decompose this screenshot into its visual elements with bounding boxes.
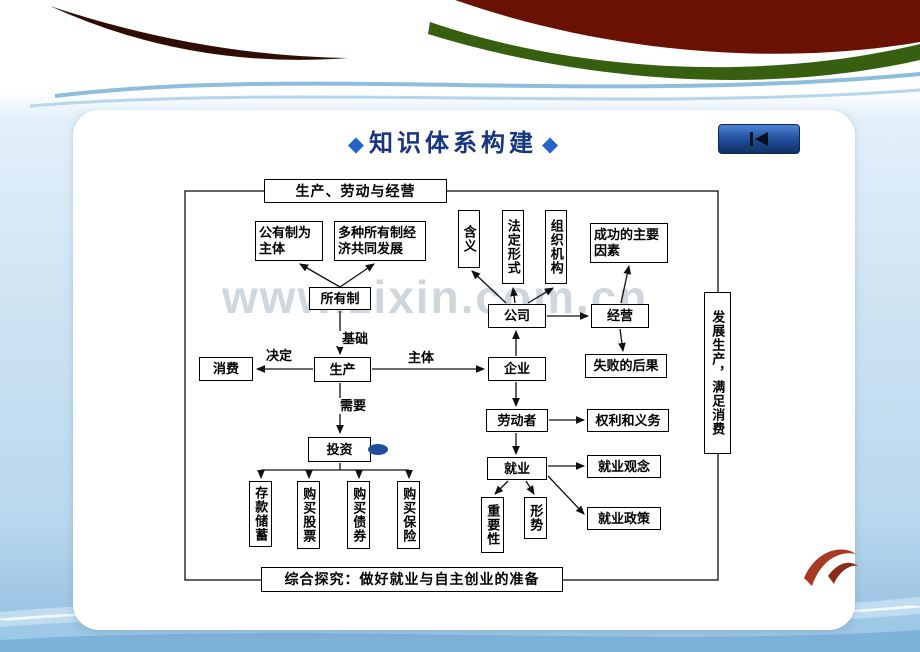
top-banner-decoration [0,0,920,108]
skip-back-icon [750,132,768,146]
node-ownership: 所有制 [309,287,371,310]
node-operation: 经营 [591,304,649,328]
edge-label-subject: 主体 [407,350,434,366]
node-failure-consequence: 失败的后果 [585,354,667,378]
frame-title-right: 发展生产，满足消费 [704,292,731,454]
back-button[interactable] [718,124,800,154]
diamond-icon: ◆ [347,133,364,156]
node-employment: 就业 [487,457,547,480]
node-rights-duties: 权利和义务 [587,409,669,432]
node-buy-bonds: 购买债券 [347,481,370,549]
edge-label-decide: 决定 [265,348,292,364]
edge-label-basis: 基础 [338,331,372,347]
node-diverse-ownership: 多种所有制经济共同发展 [334,221,426,261]
node-situation: 形势 [524,497,547,539]
node-consumption: 消费 [199,357,253,381]
investment-ellipse-decoration [368,444,388,455]
node-employment-policy: 就业政策 [587,507,661,530]
node-laborer: 劳动者 [486,409,548,432]
node-public-ownership: 公有制为主体 [255,221,323,261]
slide-canvas [73,110,855,630]
edge-label-need: 需要 [336,398,370,414]
node-buy-insurance: 购买保险 [397,481,420,549]
page-title-text: 知识体系构建 [369,130,537,157]
node-investment: 投资 [308,437,371,462]
frame-title-bottom: 综合探究：做好就业与自主创业的准备 [261,567,563,592]
watermark: www.zixin.com.cn [222,271,649,323]
node-importance: 重要性 [481,497,504,553]
frame-title-top: 生产、劳动与经营 [264,179,447,203]
page-title: ◆知识体系构建◆ [73,123,833,158]
node-legal-form: 法定形式 [502,210,524,284]
node-org-structure: 组织机构 [545,210,567,284]
node-production: 生产 [314,357,371,382]
node-enterprise: 企业 [488,357,546,381]
diamond-icon: ◆ [542,133,559,156]
node-meaning: 含义 [458,210,480,268]
node-employment-concept: 就业观念 [587,455,661,478]
node-success-factors: 成功的主要因素 [590,223,668,263]
node-company: 公司 [488,304,546,328]
node-savings: 存款储蓄 [249,481,272,547]
node-buy-stocks: 购买股票 [297,481,320,549]
